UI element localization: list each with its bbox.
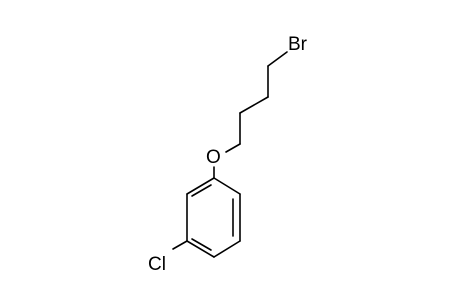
ring-bond-4 bbox=[186, 240, 215, 258]
ring-double-bond-top bbox=[191, 184, 212, 197]
atom-label-chlorine: Cl bbox=[148, 254, 166, 275]
atom-label-bromine: Br bbox=[288, 34, 308, 55]
ring-bond-6 bbox=[186, 177, 215, 195]
atom-label-oxygen: O bbox=[206, 147, 221, 168]
ring-bond-3 bbox=[213, 240, 241, 258]
bond-br-c1 bbox=[267, 51, 288, 67]
bond-ring-cl bbox=[172, 240, 188, 250]
butyl-chain bbox=[225, 51, 288, 153]
bond-c4-o bbox=[225, 143, 241, 153]
bond-c2-c3 bbox=[239, 96, 269, 114]
benzene-ring bbox=[186, 177, 241, 258]
ring-bond-1 bbox=[213, 177, 241, 195]
ring-double-bond-bottom bbox=[191, 238, 212, 251]
